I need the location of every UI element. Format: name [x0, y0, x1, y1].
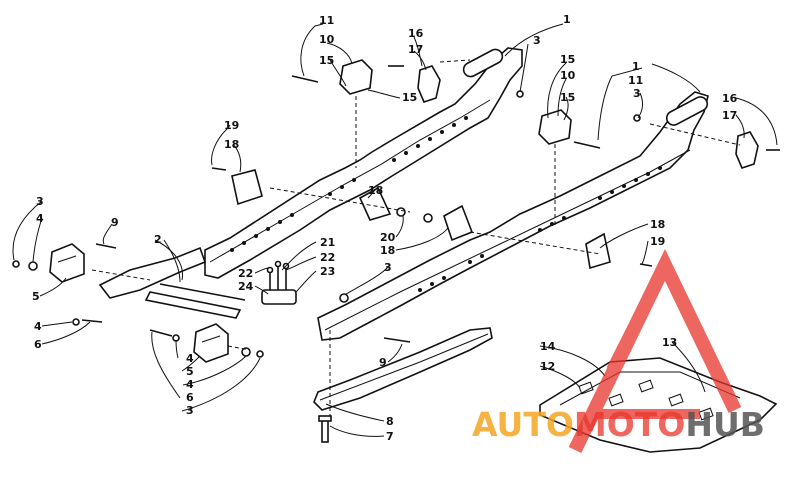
callout-19b: 19: [650, 235, 665, 248]
block-17-lower: [735, 131, 759, 169]
callout-4d: 4: [186, 378, 194, 391]
callout-18d: 18: [650, 218, 665, 231]
callout-21: 21: [320, 236, 335, 249]
callout-20: 20: [380, 231, 396, 244]
callout-11b: 11: [628, 74, 643, 87]
bracket-18a: [231, 169, 263, 206]
watermark-hub: HUB: [685, 405, 765, 444]
watermark-logo: [568, 248, 742, 454]
callout-16a: 16: [408, 27, 424, 40]
cross-shaft: [144, 283, 246, 319]
callout-13: 13: [662, 336, 677, 349]
bumper-center: [193, 323, 229, 363]
callout-22a: 22: [238, 267, 253, 280]
callout-4b: 4: [34, 320, 42, 333]
watermark-auto: AUTO: [472, 405, 574, 444]
callout-16b: 16: [722, 92, 738, 105]
callout-15a: 15: [319, 54, 334, 67]
bracket-18b: [358, 186, 392, 221]
wear-strip: [313, 327, 493, 411]
callouts: 1 1 2 3 3 3 3 3 4 4 4 4 5 5 6 6 7 8 9 9 …: [32, 13, 738, 443]
callout-15c: 15: [560, 53, 575, 66]
callout-17b: 17: [722, 109, 737, 122]
watermark-moto: MOTO: [574, 405, 685, 444]
callout-7: 7: [386, 430, 394, 443]
callout-17a: 17: [408, 43, 423, 56]
callout-10b: 10: [560, 69, 576, 82]
block-10-lower: [538, 109, 572, 145]
hardware: [12, 65, 780, 358]
callout-22b: 22: [320, 251, 335, 264]
callout-6b: 6: [186, 391, 194, 404]
callout-18c: 18: [380, 244, 395, 257]
callout-15d: 15: [560, 91, 575, 104]
callout-6a: 6: [34, 338, 42, 351]
block-10-upper: [339, 59, 373, 95]
callout-1b: 1: [632, 60, 640, 73]
leader-lines: [12, 23, 778, 437]
callout-12: 12: [540, 360, 555, 373]
callout-3d: 3: [384, 261, 392, 274]
callout-4c: 4: [186, 352, 194, 365]
front-arm: [98, 239, 207, 299]
bracket-18c: [443, 204, 474, 242]
callout-18a: 18: [224, 138, 239, 151]
callout-9b: 9: [379, 356, 387, 369]
block-17-upper: [417, 65, 441, 103]
callout-5b: 5: [186, 365, 194, 378]
rail-lower: [317, 91, 709, 341]
watermark-text: AUTOMOTOHUB: [472, 405, 765, 444]
callout-8: 8: [386, 415, 394, 428]
assembly-lines: [91, 59, 741, 416]
bracket-18d: [585, 232, 611, 270]
callout-3e: 3: [186, 404, 194, 417]
rail-upper: [204, 47, 523, 279]
callout-3a: 3: [533, 34, 541, 47]
callout-14: 14: [540, 340, 556, 353]
callout-3c: 3: [36, 195, 44, 208]
callout-15b: 15: [402, 91, 417, 104]
callout-4a: 4: [36, 212, 44, 225]
callout-3b: 3: [633, 87, 641, 100]
callout-23: 23: [320, 265, 335, 278]
bumper-left: [49, 243, 85, 283]
callout-2: 2: [154, 233, 162, 246]
callout-1a: 1: [563, 13, 571, 26]
callout-11a: 11: [319, 14, 334, 27]
callout-24: 24: [238, 280, 254, 293]
bolt-7: [318, 415, 332, 443]
callout-5a: 5: [32, 290, 40, 303]
callout-9a: 9: [111, 216, 119, 229]
callout-10a: 10: [319, 33, 335, 46]
callout-18b: 18: [368, 184, 383, 197]
callout-19a: 19: [224, 119, 239, 132]
